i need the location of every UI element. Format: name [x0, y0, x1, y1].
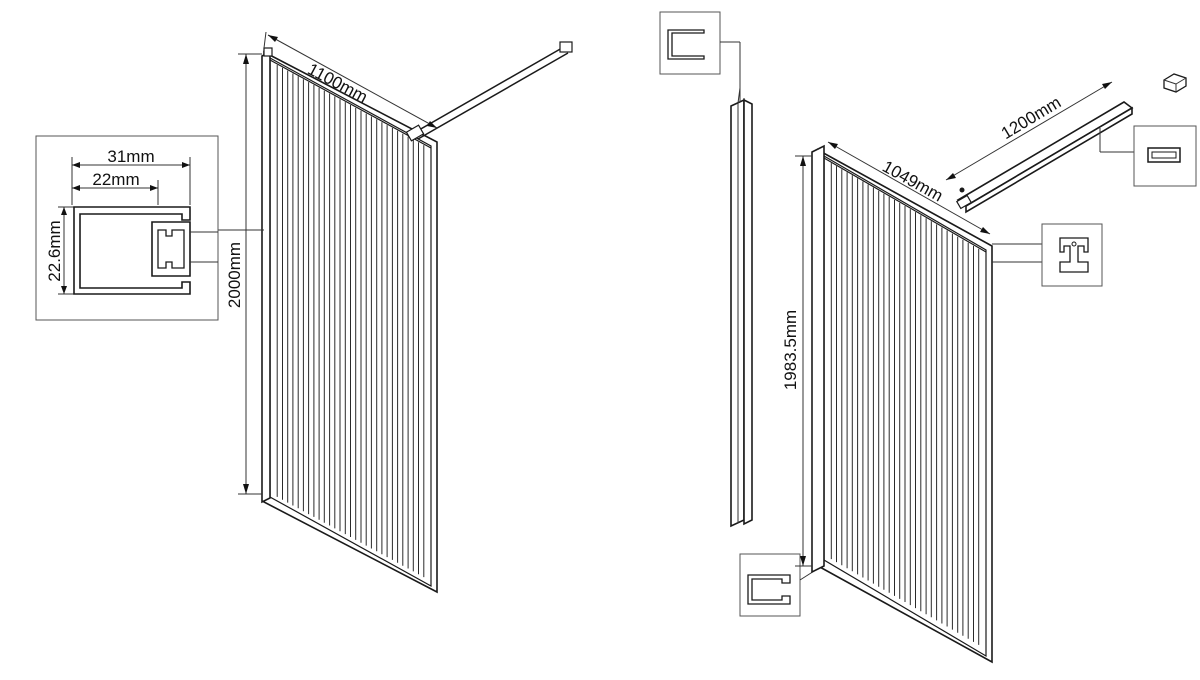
depth-label: 22.6mm: [45, 220, 64, 281]
top-clamp-profile-detail: [992, 223, 1103, 287]
profile-detail-box: 31mm 22mm 22.6mm: [35, 135, 219, 321]
arm-cross-section-detail: [1099, 125, 1197, 187]
right-panel-fluting: [830, 163, 980, 645]
outer-width-label: 31mm: [107, 147, 154, 166]
left-height-label: 2000mm: [225, 242, 244, 308]
wall-profile-side: [743, 98, 753, 526]
left-height-dimension: 2000mm: [225, 53, 262, 495]
left-support-arm: [405, 41, 573, 142]
wall-profile-bottom-detail: [739, 553, 823, 617]
right-height-dimension: 1983.5mm: [781, 155, 812, 567]
right-support-arm: [955, 101, 1134, 214]
right-arm-length-label: 1200mm: [998, 93, 1064, 143]
right-arm-screw: [959, 187, 965, 193]
left-glass-panel: [261, 47, 438, 594]
left-profile-cap: [263, 47, 273, 57]
wall-profile-top-detail: [659, 11, 741, 102]
right-height-label: 1983.5mm: [781, 310, 800, 390]
wall-profile-exploded: [730, 87, 753, 528]
left-panel-fluting: [276, 64, 425, 578]
inner-width-label: 22mm: [92, 170, 139, 189]
right-arm-end-cap: [955, 194, 973, 210]
right-wall-profile: [811, 144, 825, 574]
left-arm-glass-clamp: [405, 124, 425, 142]
right-glass-panel: [811, 144, 993, 664]
left-wall-profile: [261, 50, 271, 504]
left-arm-wall-bracket: [559, 41, 573, 53]
right-arm-side: [965, 106, 1133, 214]
profile-cross-section: [73, 206, 191, 295]
arm-wall-bracket: [1163, 73, 1187, 93]
